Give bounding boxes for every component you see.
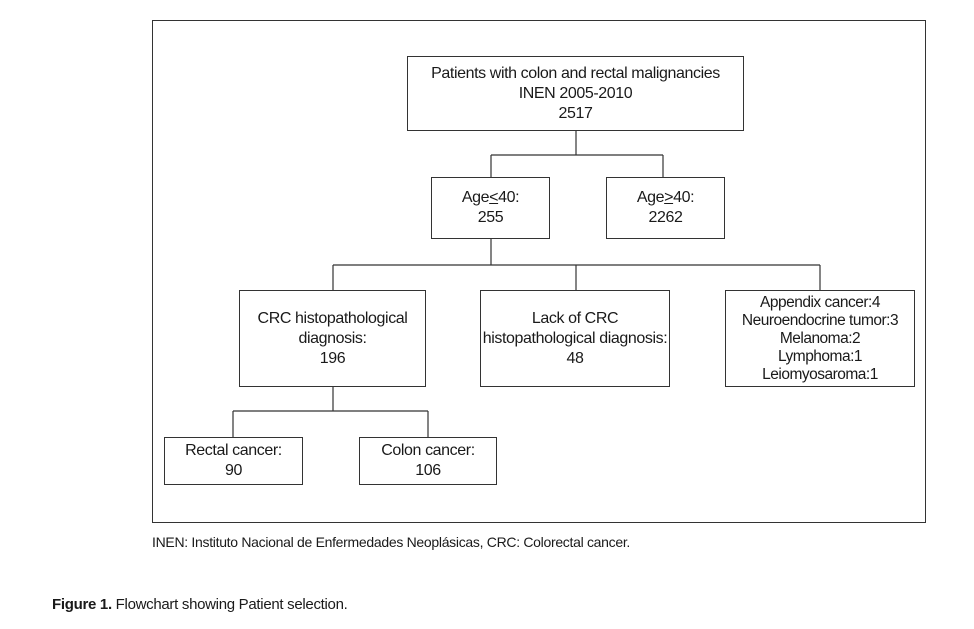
node-lack-crc-count: 48 (566, 349, 584, 367)
node-lack-crc-line2: histopathological diagnosis: (482, 329, 668, 347)
figure-caption: Figure 1. Flowchart showing Patient sele… (52, 596, 348, 613)
node-other-cancers-neuroendocrine: Neuroendocrine tumor:3 (741, 311, 899, 329)
node-all-patients-title: Patients with colon and rectal malignanc… (431, 64, 720, 82)
node-crc-diagnosis-line2: diagnosis: (298, 329, 367, 347)
node-rectal-cancer-count: 90 (225, 462, 242, 479)
age-young-symbol: < (489, 189, 499, 206)
figure-caption-text: Flowchart showing Patient selection. (111, 596, 348, 613)
node-all-patients: Patients with colon and rectal malignanc… (407, 56, 744, 131)
node-age-young-label: Age<40: (461, 188, 520, 208)
node-all-patients-count: 2517 (558, 104, 593, 122)
node-all-patients-period: INEN 2005-2010 (518, 84, 633, 102)
figure-caption-label: Figure 1. (52, 596, 112, 613)
flowchart-frame (152, 20, 926, 523)
node-other-cancers-leiomyosaroma: Leiomyosaroma:1 (762, 365, 878, 383)
age-old-prefix: Age (636, 189, 665, 206)
node-colon-cancer: Colon cancer: 106 (359, 437, 497, 485)
node-age-young-count: 255 (477, 209, 504, 226)
node-crc-diagnosis: CRC histopathological diagnosis: 196 (239, 290, 426, 387)
node-age-old-label: Age>40: (636, 188, 695, 208)
node-age-young: Age<40: 255 (431, 177, 550, 239)
node-other-cancers-appendix: Appendix cancer:4 (760, 293, 880, 311)
node-other-cancers-melanoma: Melanoma:2 (779, 329, 861, 347)
node-other-cancers-lymphoma: Lymphoma:1 (777, 347, 863, 365)
age-young-prefix: Age (461, 189, 490, 206)
node-rectal-cancer: Rectal cancer: 90 (164, 437, 303, 485)
node-crc-diagnosis-count: 196 (319, 349, 346, 367)
node-age-old: Age>40: 2262 (606, 177, 725, 239)
node-age-old-count: 2262 (648, 209, 683, 226)
node-colon-cancer-count: 106 (415, 462, 441, 479)
node-lack-crc-line1: Lack of CRC (531, 309, 619, 327)
age-old-suffix: 40: (673, 189, 695, 206)
age-young-suffix: 40: (498, 189, 520, 206)
node-crc-diagnosis-line1: CRC histopathological (257, 309, 408, 327)
node-rectal-cancer-label: Rectal cancer: (185, 442, 282, 459)
age-old-symbol: > (664, 189, 674, 206)
node-other-cancers: Appendix cancer:4 Neuroendocrine tumor:3… (725, 290, 915, 387)
abbreviations-footnote: INEN: Instituto Nacional de Enfermedades… (152, 534, 631, 550)
node-colon-cancer-label: Colon cancer: (381, 442, 475, 459)
node-lack-crc: Lack of CRC histopathological diagnosis:… (480, 290, 670, 387)
